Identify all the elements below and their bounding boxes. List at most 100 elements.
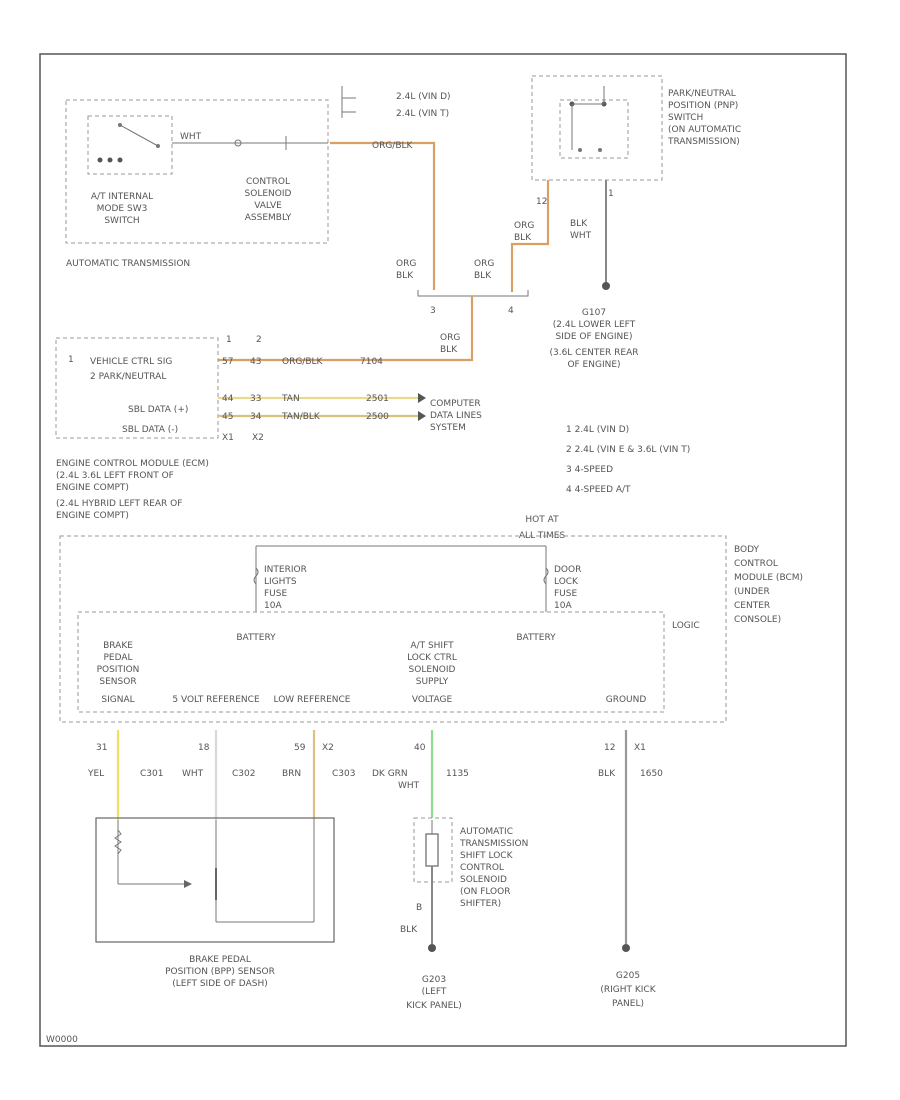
splice-pin-1: 3 bbox=[430, 306, 436, 316]
c2-num: C302 bbox=[232, 769, 255, 779]
bcm-hot-label: HOT AT bbox=[525, 515, 559, 525]
fuse1-label-1: INTERIOR bbox=[264, 565, 307, 575]
shift-lock-pin: B bbox=[416, 903, 422, 913]
pnp-wire-right-b: WHT bbox=[570, 231, 592, 241]
engine-option-1: 2.4L (VIN D) bbox=[396, 92, 451, 102]
ground-g107-5: OF ENGINE) bbox=[567, 360, 620, 370]
bcm-label-2: CONTROL bbox=[734, 559, 778, 569]
ecm-wire1-color: ORG/BLK bbox=[282, 357, 324, 367]
solenoid-valve-label-4: ASSEMBLY bbox=[245, 213, 292, 223]
mode-switch-label-3: SWITCH bbox=[104, 216, 139, 226]
fuse1-label-3: FUSE bbox=[264, 589, 287, 599]
bcm-battery-1: BATTERY bbox=[236, 633, 276, 643]
fuse1-label-4: 10A bbox=[264, 601, 282, 611]
bpp-sensor-symbol bbox=[114, 820, 315, 923]
ecm-label-3: ENGINE COMPT) bbox=[56, 483, 129, 493]
c3-wire: BRN bbox=[282, 769, 301, 779]
c2-wire: WHT bbox=[182, 769, 204, 779]
bpp-sensor-box bbox=[95, 817, 335, 943]
bcm-low-ref: LOW REFERENCE bbox=[274, 695, 351, 705]
bcm-label-1: BODY bbox=[734, 545, 760, 555]
ground-g107-4: (3.6L CENTER REAR bbox=[549, 348, 638, 358]
bcm-logic-box bbox=[77, 611, 665, 713]
data-arrow-2 bbox=[418, 411, 426, 421]
pnp-wire-left-a: ORG bbox=[514, 221, 534, 231]
bcm-label-3: MODULE (BCM) bbox=[734, 573, 803, 583]
ecm-wire3-pin-b: 34 bbox=[250, 412, 262, 422]
ecm-wire1-pin-b: 43 bbox=[250, 357, 261, 367]
ecm-box bbox=[55, 337, 219, 439]
shift-lock-4: SUPPLY bbox=[416, 677, 449, 687]
fuse2-label-3: FUSE bbox=[554, 589, 577, 599]
bcm-hot-bus bbox=[255, 545, 547, 612]
ground-g205-3: PANEL) bbox=[612, 999, 644, 1009]
bpp-signal-5: SIGNAL bbox=[101, 695, 134, 705]
c1-num: C301 bbox=[140, 769, 163, 779]
ground-g205-1: G205 bbox=[616, 971, 640, 981]
c5-num: 1650 bbox=[640, 769, 663, 779]
ecm-label-4: (2.4L HYBRID LEFT REAR OF bbox=[56, 499, 182, 509]
fuse2-label-4: 10A bbox=[554, 601, 572, 611]
bcm-ref5v: 5 VOLT REFERENCE bbox=[172, 695, 260, 705]
pnp-label-5: TRANSMISSION) bbox=[667, 137, 740, 147]
shift-lock-5: VOLTAGE bbox=[412, 695, 453, 705]
splice-wire2-label-a: ORG bbox=[474, 259, 494, 269]
c4-wire-b: WHT bbox=[398, 781, 420, 791]
ecm-label-2: (2.4L 3.6L LEFT FRONT OF bbox=[56, 471, 174, 481]
bcm-label-4: (UNDER bbox=[734, 587, 770, 597]
ecm-pin-bottom2: X2 bbox=[252, 433, 264, 443]
c5-conn: X1 bbox=[634, 743, 646, 753]
ecm-wire1-pin-a: 57 bbox=[222, 357, 233, 367]
shift-lock-coil bbox=[425, 820, 439, 944]
transmission-section-label: AUTOMATIC TRANSMISSION bbox=[66, 259, 190, 269]
ecm-pin-top2: 2 bbox=[256, 335, 262, 345]
mode-switch-symbol bbox=[87, 115, 173, 175]
ecm-connector-label-a: ORG bbox=[440, 333, 460, 343]
solenoid-valve-label-1: CONTROL bbox=[246, 177, 290, 187]
ecm-connector-label-b: BLK bbox=[440, 345, 458, 355]
bcm-ground: GROUND bbox=[606, 695, 647, 705]
data-system-1: COMPUTER bbox=[430, 399, 481, 409]
ecm-input-label-1: VEHICLE CTRL SIG bbox=[90, 357, 172, 367]
shift-lock-1: A/T SHIFT bbox=[410, 641, 454, 651]
ecm-wire3-num: 2500 bbox=[366, 412, 389, 422]
fuse1-symbol bbox=[253, 567, 259, 585]
ecm-wire3-pin-a: 45 bbox=[222, 412, 233, 422]
fuse2-symbol bbox=[543, 567, 549, 585]
shift-lock-label-3: SHIFT LOCK bbox=[460, 851, 514, 861]
ground-g203-2: (LEFT bbox=[422, 987, 447, 997]
ecm-input-label-2: 2 PARK/NEUTRAL bbox=[90, 372, 166, 382]
bpp-signal-1: BRAKE bbox=[103, 641, 133, 651]
solenoid-valve-label-2: SOLENOID bbox=[245, 189, 292, 199]
splice-pin-2: 4 bbox=[508, 306, 514, 316]
c1-pin: 31 bbox=[96, 743, 107, 753]
ecm-wire2-num: 2501 bbox=[366, 394, 389, 404]
bpp-signal-2: PEDAL bbox=[103, 653, 132, 663]
legend-item-2: 2 2.4L (VIN E & 3.6L (VIN T) bbox=[566, 445, 690, 455]
bpp-signal-4: SENSOR bbox=[99, 677, 136, 687]
wire-org-blk-trans bbox=[330, 141, 436, 290]
bcm-battery-2: BATTERY bbox=[516, 633, 556, 643]
ground-g203-1: G203 bbox=[422, 975, 446, 985]
ecm-serial-data-1: SBL DATA (+) bbox=[128, 405, 188, 415]
bcm-label-6: CONSOLE) bbox=[734, 615, 781, 625]
c1-wire: YEL bbox=[87, 769, 104, 779]
ground-g205-symbol bbox=[622, 944, 630, 952]
pnp-switch-symbol bbox=[559, 86, 629, 159]
shift-lock-label-5: SOLENOID bbox=[460, 875, 507, 885]
pnp-wire-right-a: BLK bbox=[570, 219, 588, 229]
pnp-pin-left: 12 bbox=[536, 197, 547, 207]
mode-switch-label-1: A/T INTERNAL bbox=[91, 192, 153, 202]
shift-lock-label-7: SHIFTER) bbox=[460, 899, 501, 909]
ground-g107-3: SIDE OF ENGINE) bbox=[556, 332, 633, 342]
shift-lock-label-4: CONTROL bbox=[460, 863, 504, 873]
ground-g203-3: KICK PANEL) bbox=[406, 1001, 462, 1011]
data-system-2: DATA LINES bbox=[430, 411, 482, 421]
pnp-switch-box bbox=[531, 75, 663, 181]
shift-lock-label-6: (ON FLOOR bbox=[460, 887, 510, 897]
c3-pin: 59 bbox=[294, 743, 306, 753]
ecm-pin-top1: 1 bbox=[226, 335, 232, 345]
solenoid-valve-label-3: VALVE bbox=[254, 201, 282, 211]
ground-g107-2: (2.4L LOWER LEFT bbox=[553, 320, 636, 330]
bcm-box bbox=[59, 535, 727, 723]
